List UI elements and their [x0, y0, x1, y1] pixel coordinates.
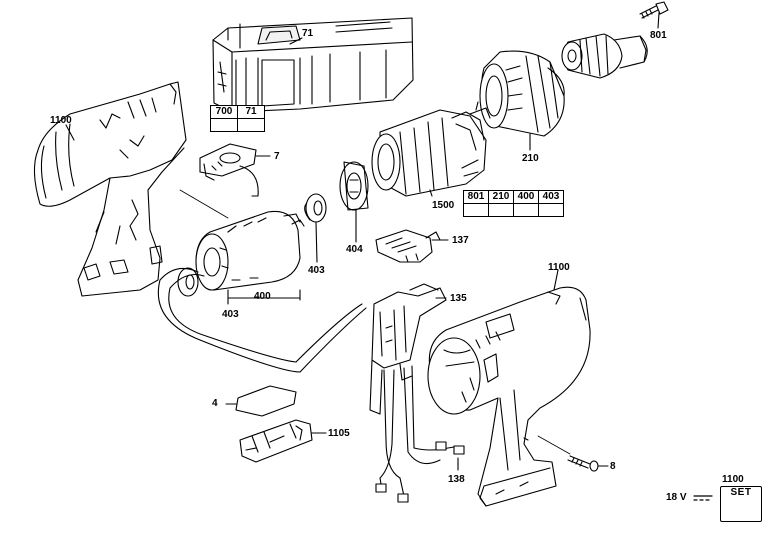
table-cell: 801	[463, 190, 489, 204]
battery-terminal	[239, 419, 313, 463]
callout-404: 404	[346, 244, 363, 255]
case-parts-table: 700 71	[210, 105, 265, 132]
housing-left	[33, 81, 187, 297]
callout-71: 71	[302, 28, 314, 39]
callout-403-left: 403	[222, 309, 239, 320]
callout-403-mid: 403	[308, 265, 325, 276]
motor-wires	[157, 267, 367, 373]
callout-400: 400	[254, 291, 271, 302]
table-cell: 403	[538, 190, 564, 204]
set-badge: SET	[720, 486, 762, 522]
label-plate	[235, 385, 297, 417]
clutch-ring	[479, 50, 565, 137]
callout-137: 137	[452, 235, 469, 246]
ring-gear	[339, 161, 369, 211]
set-badge-label: SET	[730, 487, 752, 498]
table-cell	[210, 118, 238, 132]
callout-1100-left: 1100	[50, 115, 72, 126]
callout-1105: 1105	[328, 428, 350, 439]
table-cell	[513, 203, 539, 217]
table-cell: 700	[210, 105, 238, 119]
wires-138	[375, 365, 465, 503]
terminal-7	[199, 143, 259, 197]
callout-1500: 1500	[432, 200, 455, 211]
table-cell: 210	[488, 190, 514, 204]
table-cell	[538, 203, 564, 217]
callout-210: 210	[522, 153, 539, 164]
dc-symbol	[693, 495, 713, 501]
table-cell	[237, 118, 265, 132]
callout-7: 7	[274, 151, 280, 162]
motor-washer	[177, 267, 199, 297]
housing-right	[427, 286, 591, 507]
screw-8	[567, 455, 599, 472]
table-cell: 400	[513, 190, 539, 204]
callout-138: 138	[448, 474, 465, 485]
callout-1100-set: 1100	[722, 474, 744, 485]
keyless-chuck	[561, 33, 648, 79]
table-cell	[488, 203, 514, 217]
washer	[304, 193, 327, 223]
callout-8: 8	[610, 461, 616, 472]
voltage-label: 18 V	[666, 492, 687, 503]
callout-801: 801	[650, 30, 667, 41]
motor	[195, 210, 305, 291]
callout-1100-right: 1100	[548, 262, 570, 273]
gearbox-parts-table: 801 210 400 403	[463, 190, 564, 217]
callout-4: 4	[212, 398, 218, 409]
callout-135: 135	[450, 293, 467, 304]
carrying-case	[212, 17, 414, 113]
switch-135	[369, 283, 447, 415]
gearbox	[371, 101, 491, 197]
screw-801	[639, 1, 669, 19]
table-cell: 71	[237, 105, 265, 119]
table-cell	[463, 203, 489, 217]
latch-137	[375, 229, 441, 263]
